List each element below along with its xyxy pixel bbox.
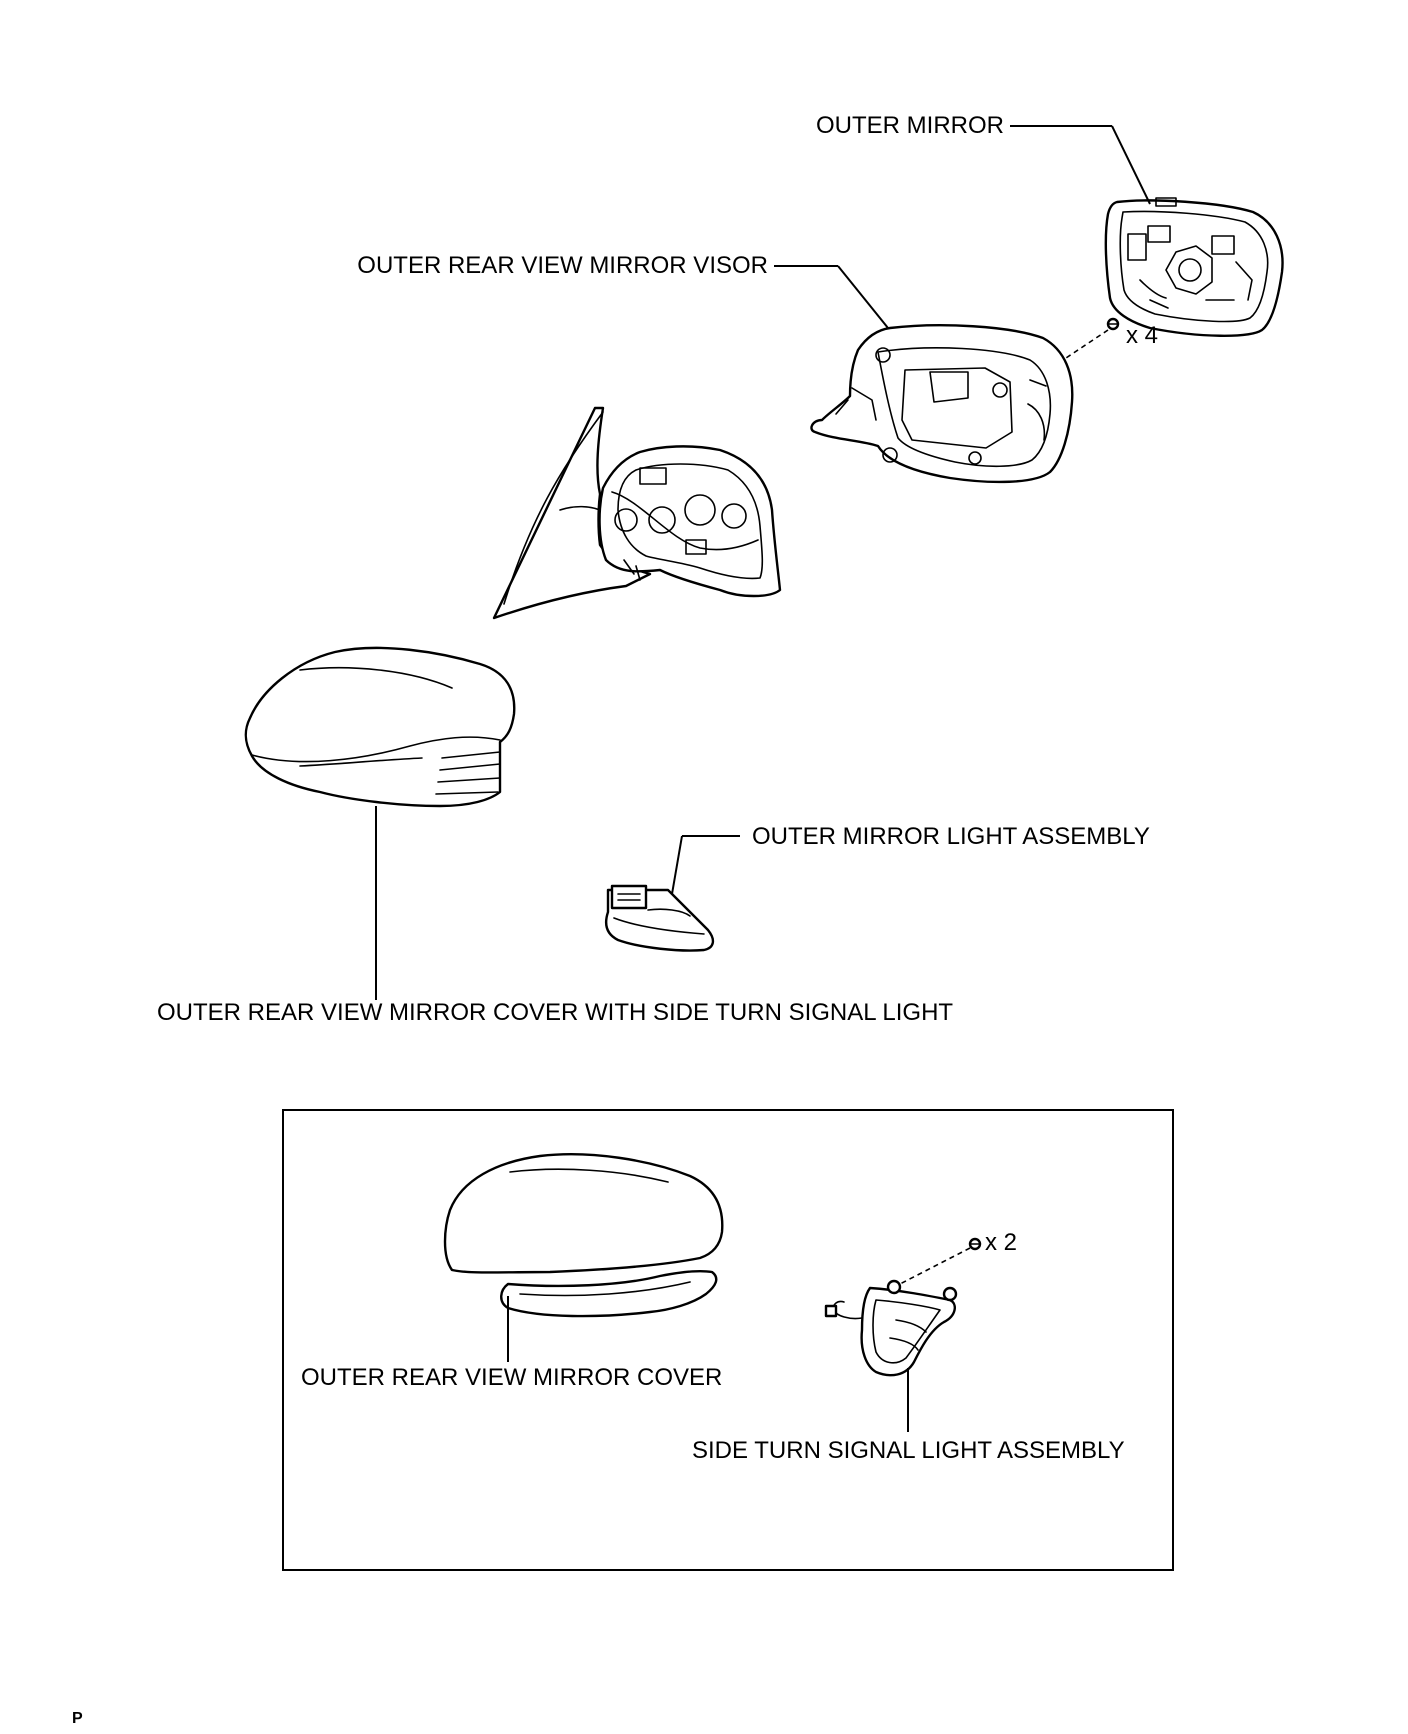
mirror-visor-part — [810, 324, 1074, 484]
inset-box — [282, 1109, 1174, 1571]
screw-qty-2: x 2 — [985, 1229, 1017, 1256]
outer-mirror-part — [1104, 197, 1284, 337]
mirror-base-bracket-part — [492, 406, 782, 620]
screw-icon — [968, 1237, 982, 1251]
cover-with-signal-label: OUTER REAR VIEW MIRROR COVER WITH SIDE T… — [157, 999, 953, 1026]
outer-mirror-leader-diag — [1111, 125, 1151, 205]
mirror-light-part — [604, 884, 715, 952]
mirror-cover-with-signal-part — [244, 646, 516, 808]
side-turn-signal-label: SIDE TURN SIGNAL LIGHT ASSEMBLY — [692, 1437, 1125, 1464]
screw-icon — [1106, 317, 1120, 331]
mirror-visor-leader-diag — [837, 265, 889, 329]
page-code: P — [72, 1710, 83, 1727]
side-turn-signal-part — [824, 1279, 958, 1377]
mirror-visor-label: OUTER REAR VIEW MIRROR VISOR — [357, 252, 768, 279]
outer-mirror-label: OUTER MIRROR — [816, 112, 1004, 139]
cover-label: OUTER REAR VIEW MIRROR COVER — [301, 1364, 722, 1391]
screw-qty-4: x 4 — [1126, 322, 1158, 349]
mirror-light-label: OUTER MIRROR LIGHT ASSEMBLY — [752, 823, 1150, 850]
mirror-cover-part — [443, 1153, 724, 1318]
mirror-light-leader-drop — [671, 835, 683, 895]
screw-path-dashed-2 — [899, 1247, 971, 1285]
